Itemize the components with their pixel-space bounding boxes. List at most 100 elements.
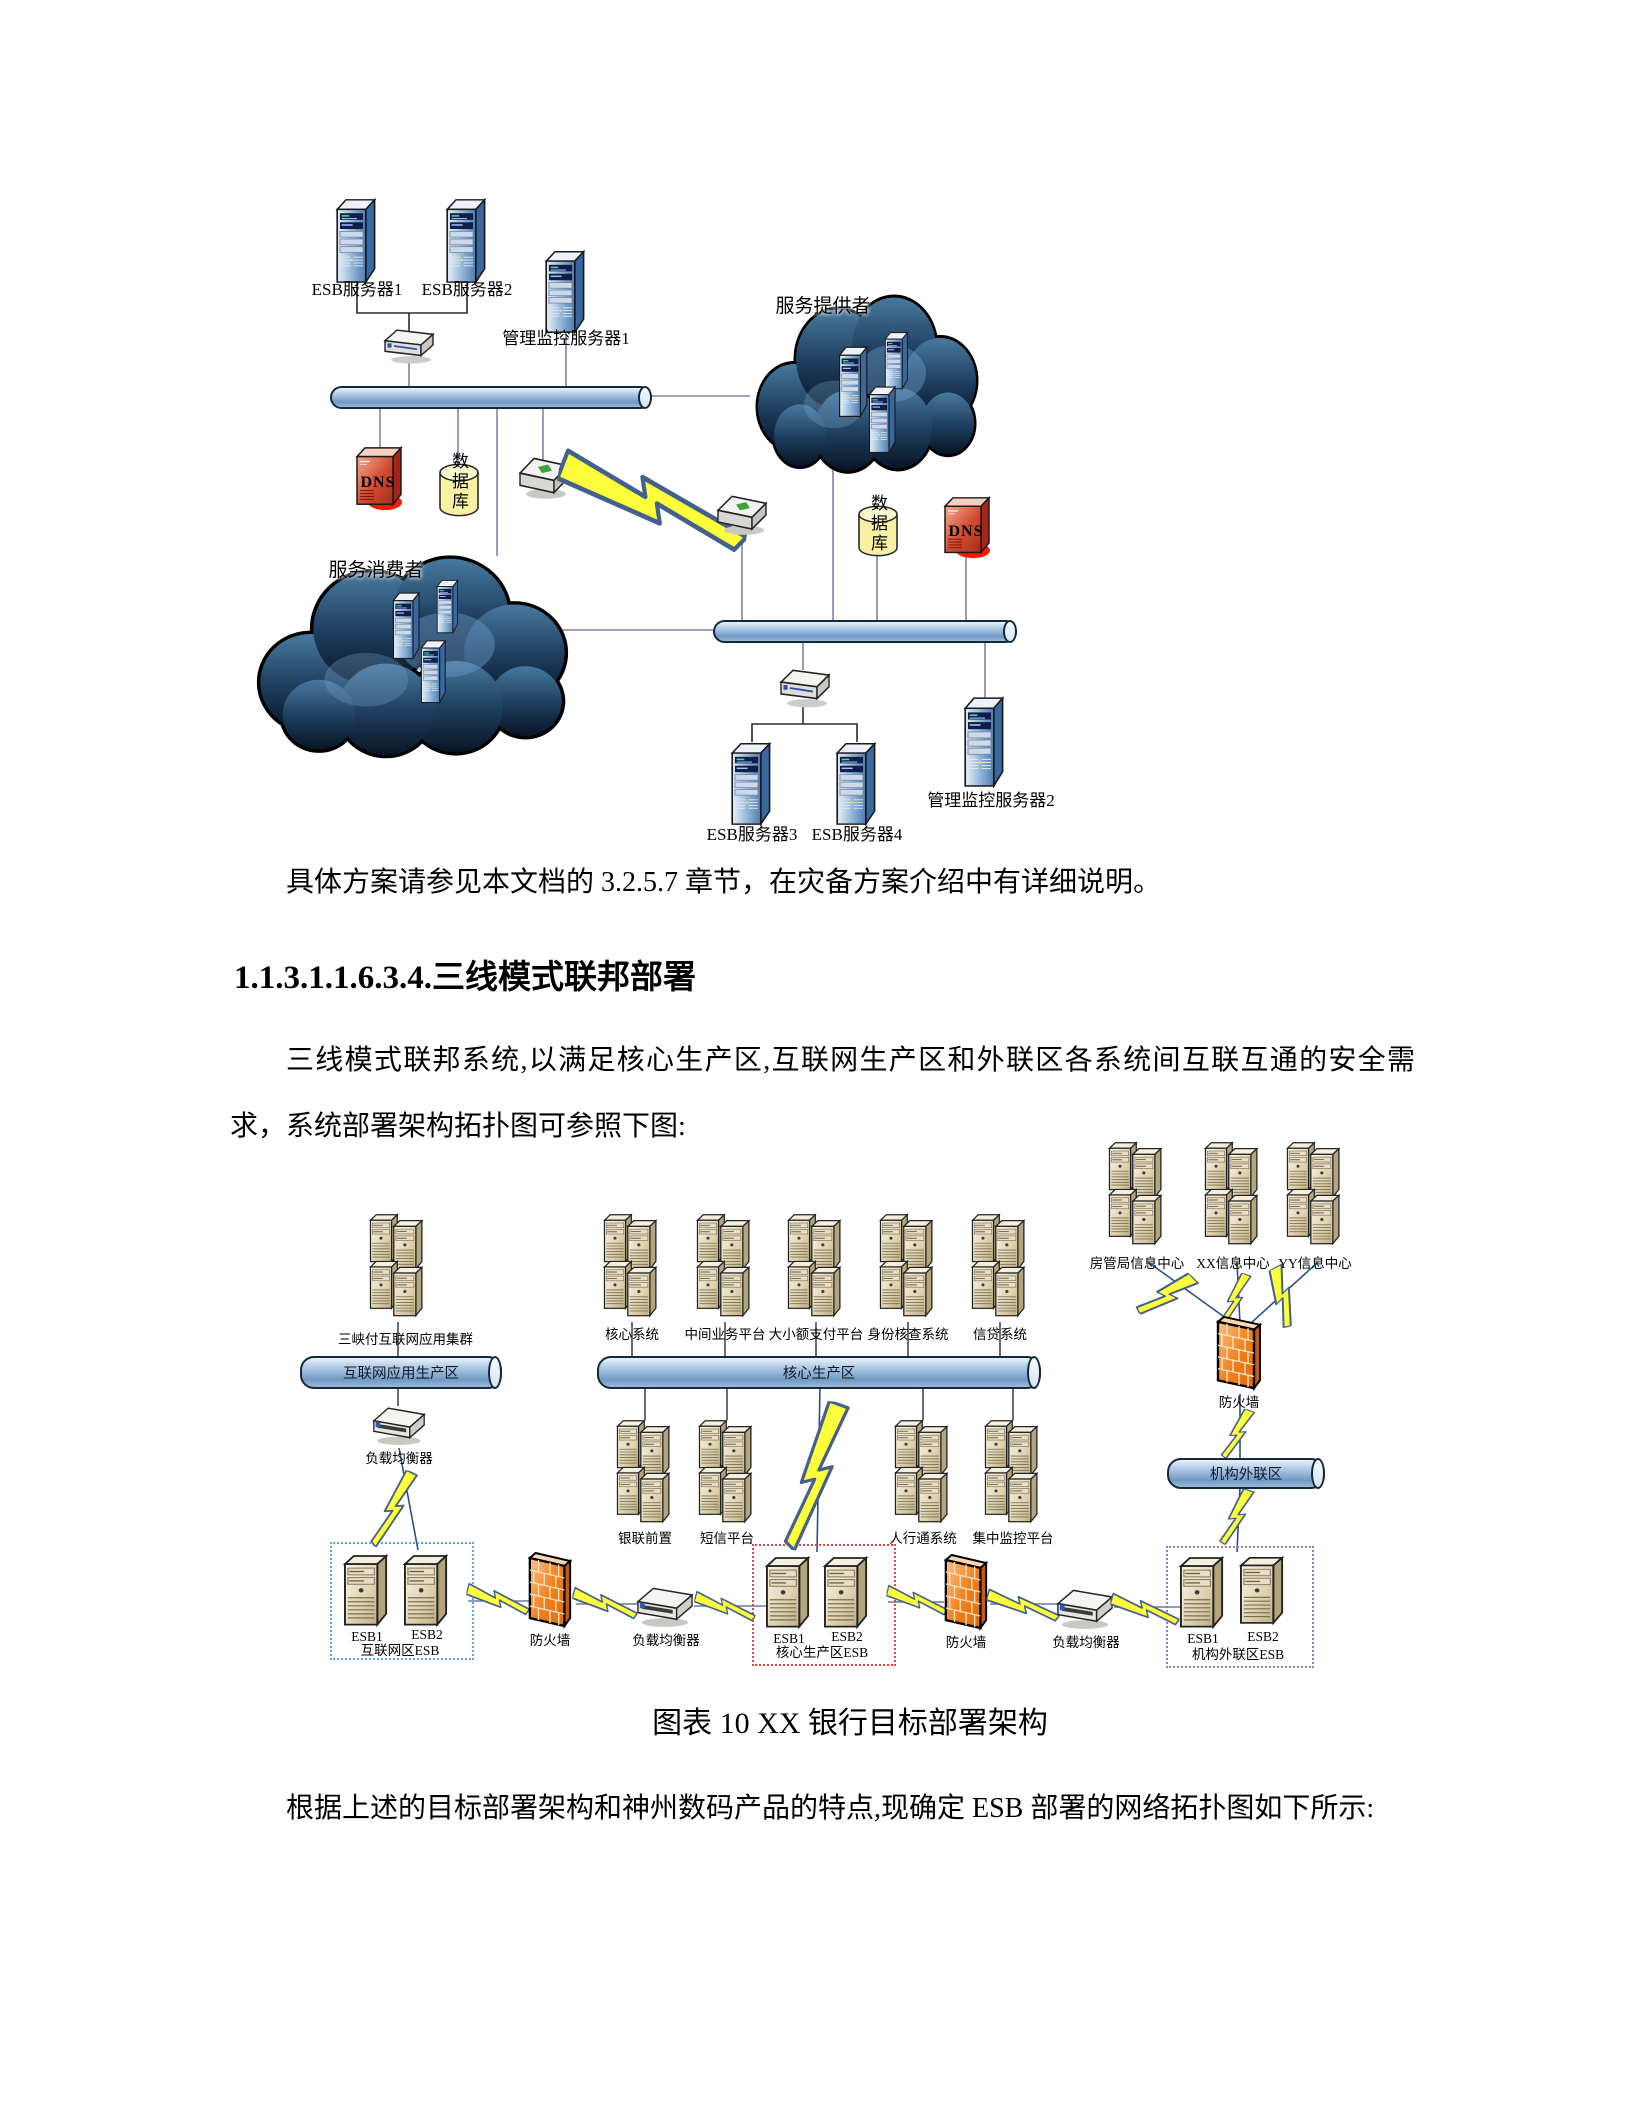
load-balancer-1-label: 负载均衡器 xyxy=(365,1451,433,1466)
mgmt-server-2-label: 管理监控服务器2 xyxy=(927,791,1055,810)
zone-internet-esb xyxy=(330,1542,474,1660)
cluster-pboc-icon xyxy=(892,1418,954,1528)
external-esb1-icon xyxy=(1179,1557,1224,1628)
esb-server-1-icon xyxy=(336,199,376,283)
core-esb1-label: ESB1 xyxy=(773,1631,805,1646)
provider-server-icon xyxy=(838,346,868,417)
lightning-icon xyxy=(984,1588,1062,1622)
cluster-sms-icon xyxy=(696,1418,758,1528)
zone-core-esb-label: 核心生产区ESB xyxy=(775,1645,869,1660)
consumer-cloud-label: 服务消费者 xyxy=(328,560,424,581)
heading-title: 三线模式联邦部署 xyxy=(432,960,696,996)
bus-internet-zone-label: 互联网应用生产区 xyxy=(343,1366,459,1382)
bus-core-zone-label: 核心生产区 xyxy=(782,1366,856,1382)
mgmt-server-1-label: 管理监控服务器1 xyxy=(502,329,630,348)
heading-number: 1.1.3.1.1.6.3.4. xyxy=(234,960,432,996)
provider-server-icon xyxy=(884,332,908,390)
zone-internet-esb-label: 互联网区ESB xyxy=(360,1643,440,1658)
bus-core-zone: 核心生产区 xyxy=(597,1356,1041,1389)
bus-external-zone: 机构外联区 xyxy=(1167,1458,1325,1489)
firewall-left-label: 防火墙 xyxy=(529,1633,571,1648)
provider-server-icon xyxy=(868,386,896,454)
cluster-monitor-icon xyxy=(982,1418,1044,1528)
cluster-core-label: 核心系统 xyxy=(605,1327,659,1342)
cluster-sanxiafu-icon xyxy=(367,1212,429,1322)
cluster-credit-icon xyxy=(969,1212,1031,1322)
lightning-icon xyxy=(1108,1592,1182,1626)
network-bus-top xyxy=(330,386,652,409)
firewall-top-icon xyxy=(1216,1315,1262,1390)
paragraph-threeline: 三线模式联邦系统,以满足核心生产区,互联网生产区和外联区各系统间互联互通的安全需… xyxy=(230,1045,1415,1142)
zone-core-esb xyxy=(752,1544,896,1666)
lightning-icon xyxy=(570,1586,640,1620)
section-heading: 1.1.3.1.1.6.3.4.三线模式联邦部署 xyxy=(234,950,696,998)
cluster-sms-label: 短信平台 xyxy=(700,1531,754,1546)
internet-esb2-label: ESB2 xyxy=(411,1627,443,1642)
network-bus-bottom xyxy=(713,620,1017,643)
load-balancer-3-label: 负载均衡器 xyxy=(1052,1635,1120,1650)
load-balancer-3-icon xyxy=(1057,1589,1113,1630)
consumer-server-icon xyxy=(392,592,420,660)
consumer-server-icon xyxy=(436,579,459,634)
external-esb2-label: ESB2 xyxy=(1247,1629,1279,1644)
lightning-icon xyxy=(885,1584,949,1616)
internet-esb1-icon xyxy=(343,1555,388,1626)
esb-server-1-label: ESB服务器1 xyxy=(311,280,403,299)
paragraph-disaster: 具体方案请参见本文档的 3.2.5.7 章节，在灾备方案介绍中有详细说明。 xyxy=(286,867,1162,898)
consumer-server-icon xyxy=(420,640,446,704)
firewall-right-label: 防火墙 xyxy=(945,1635,987,1650)
cluster-monitor-label: 集中监控平台 xyxy=(972,1531,1054,1546)
bus-internet-zone: 互联网应用生产区 xyxy=(300,1356,502,1389)
dns-1-label: DNS xyxy=(360,474,396,491)
mgmt-server-1-icon xyxy=(545,250,585,333)
zone-external-esb-label: 机构外联区ESB xyxy=(1191,1647,1285,1662)
cluster-identity-label: 身份核查系统 xyxy=(867,1327,949,1342)
cluster-payment-label: 大小额支付平台 xyxy=(768,1327,864,1342)
cluster-sanxiafu-label: 三峡付互联网应用集群 xyxy=(338,1332,473,1347)
paragraph-following: 根据上述的目标部署架构和神州数码产品的特点,现确定 ESB 部署的网络拓扑图如下… xyxy=(286,1793,1375,1824)
internet-esb1-label: ESB1 xyxy=(351,1629,383,1644)
firewall-left-icon xyxy=(528,1551,572,1628)
database-2-label: 数据库 xyxy=(868,494,887,554)
cluster-middle-biz-icon xyxy=(694,1212,756,1322)
lightning-icon xyxy=(693,1590,757,1622)
firewall-right-icon xyxy=(944,1553,988,1630)
firewall-top-label: 防火墙 xyxy=(1218,1395,1260,1410)
zone-external-esb xyxy=(1166,1546,1314,1668)
internet-esb2-icon xyxy=(403,1555,448,1626)
external-esb1-label: ESB1 xyxy=(1187,1631,1219,1646)
esb-server-3-label: ESB服务器3 xyxy=(706,825,798,844)
external-esb2-icon xyxy=(1239,1556,1284,1624)
cluster-core-icon xyxy=(601,1212,663,1322)
esb-server-3-icon xyxy=(731,742,771,825)
esb-server-4-icon xyxy=(836,742,876,825)
cluster-unionpay-icon xyxy=(614,1418,676,1528)
cluster-yy-center-label: YY信息中心 xyxy=(1278,1256,1352,1271)
core-esb1-icon xyxy=(765,1557,810,1628)
mgmt-server-2-icon xyxy=(964,697,1004,787)
switch-2-icon xyxy=(780,669,830,708)
cluster-housing-center-label: 房管局信息中心 xyxy=(1089,1256,1185,1271)
load-balancer-2-label: 负载均衡器 xyxy=(632,1633,700,1648)
core-esb2-icon xyxy=(823,1557,868,1628)
cluster-middle-biz-label: 中间业务平台 xyxy=(684,1327,766,1342)
switch-icon xyxy=(384,329,434,364)
bus-external-zone-label: 机构外联区 xyxy=(1209,1467,1283,1483)
cluster-identity-icon xyxy=(877,1212,939,1322)
cluster-unionpay-label: 银联前置 xyxy=(618,1531,672,1546)
figure-caption: 图表 10 XX 银行目标部署架构 xyxy=(652,1707,1048,1740)
core-esb2-label: ESB2 xyxy=(831,1629,863,1644)
cluster-pboc-label: 人行通系统 xyxy=(889,1531,957,1546)
cluster-xx-center-label: XX信息中心 xyxy=(1196,1256,1270,1271)
dns-2-label: DNS xyxy=(948,523,984,540)
database-1-label: 数据库 xyxy=(449,452,468,512)
esb-server-2-icon xyxy=(446,199,486,283)
cluster-payment-icon xyxy=(785,1212,847,1322)
esb-server-4-label: ESB服务器4 xyxy=(811,825,903,844)
load-balancer-1-icon xyxy=(373,1407,425,1446)
load-balancer-2-icon xyxy=(637,1587,693,1628)
provider-cloud-label: 服务提供者 xyxy=(775,296,871,317)
router-2-icon xyxy=(717,495,767,536)
cluster-credit-label: 信贷系统 xyxy=(973,1327,1027,1342)
